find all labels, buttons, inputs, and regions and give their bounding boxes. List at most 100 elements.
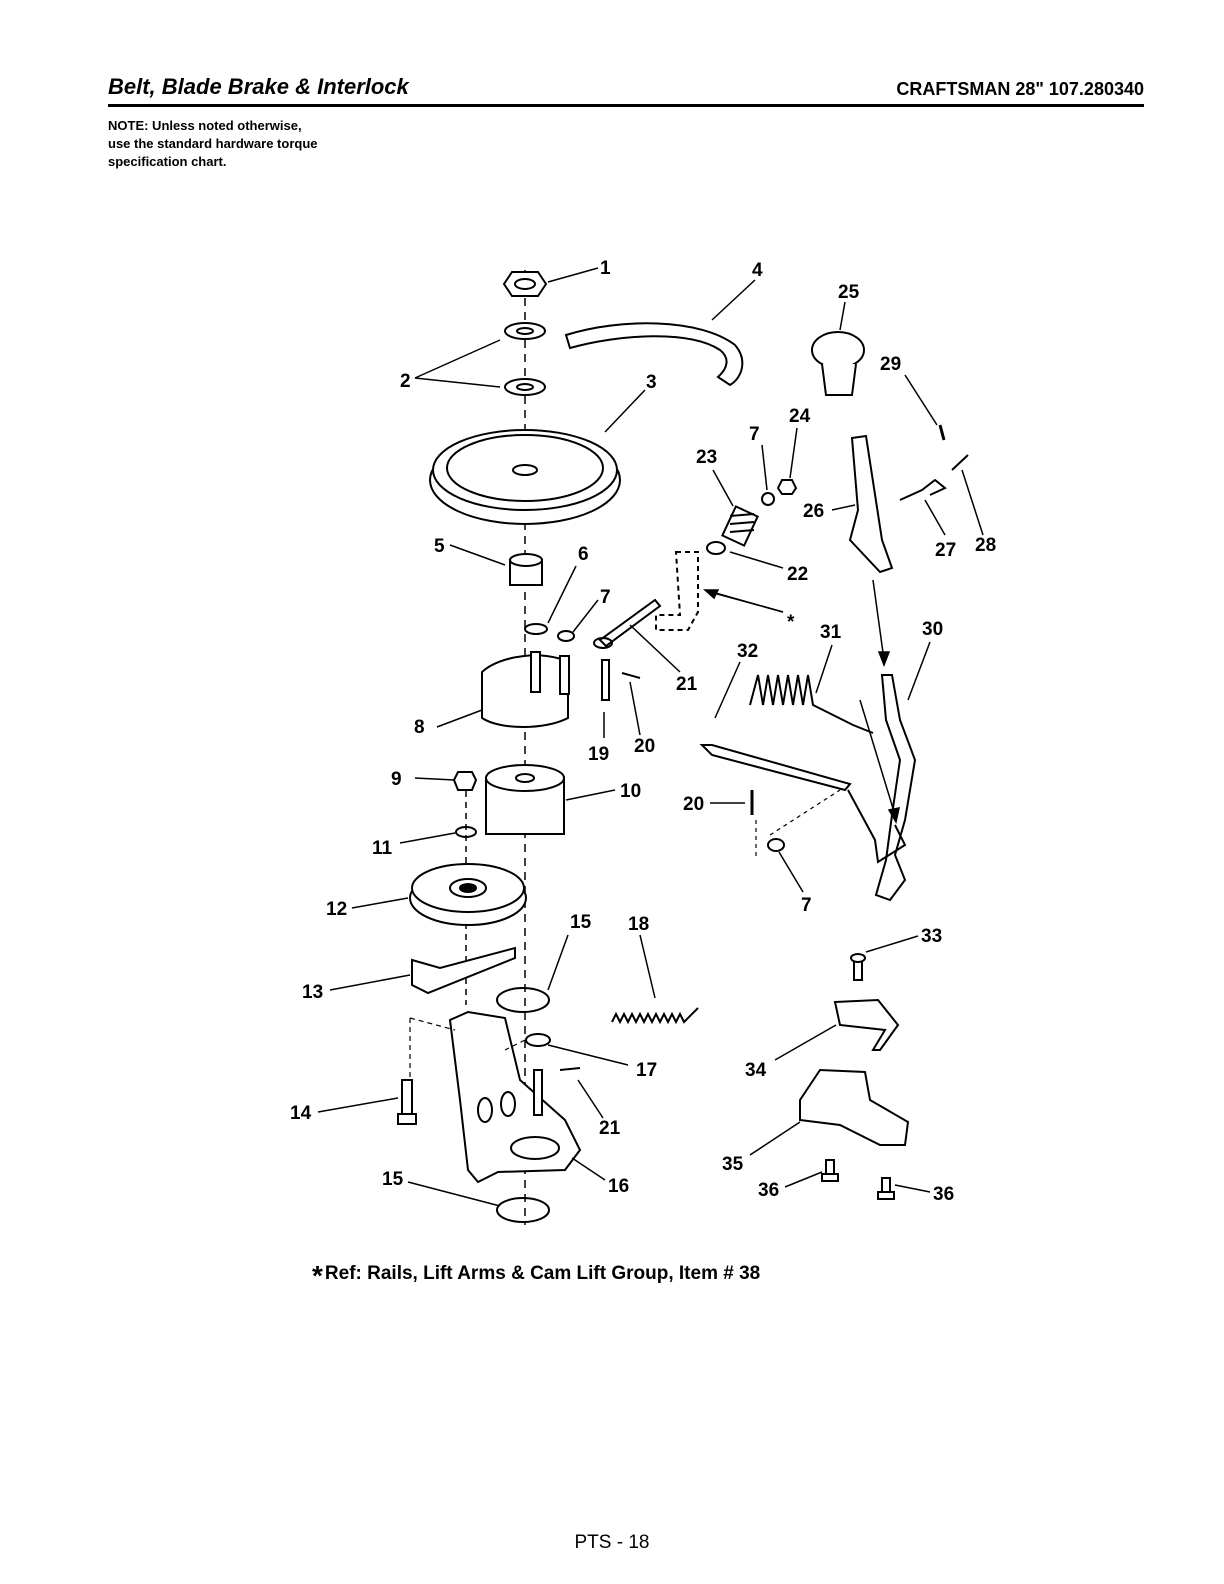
part-bolt-36b — [877, 1177, 895, 1200]
part-washers-2 — [504, 322, 546, 396]
callout-29: 29 — [880, 354, 901, 375]
part-hub-10 — [485, 764, 565, 835]
part-bearing-5 — [509, 553, 543, 586]
reference-note: *Ref: Rails, Lift Arms & Cam Lift Group,… — [312, 1254, 761, 1291]
callout-31: 31 — [820, 622, 842, 643]
part-switch-bracket-35 — [799, 1068, 910, 1146]
callout-30: 30 — [922, 619, 943, 640]
callout-11: 11 — [372, 838, 393, 859]
part-washer-6 — [524, 623, 548, 635]
callout-7c: 7 — [801, 895, 812, 916]
part-lever-30 — [874, 674, 917, 902]
part-bolt-14 — [397, 1079, 417, 1125]
callout-21a: 21 — [676, 674, 698, 695]
note-line-1: NOTE: Unless noted otherwise, — [108, 118, 302, 133]
part-washer-11 — [455, 826, 477, 838]
part-nut-24 — [776, 479, 798, 495]
callout-star: * — [787, 612, 795, 633]
callout-34: 34 — [745, 1060, 767, 1081]
part-screw-29 — [938, 424, 946, 441]
callout-15a: 15 — [570, 912, 592, 933]
part-cotter-21b — [559, 1067, 581, 1071]
callout-32: 32 — [737, 641, 758, 662]
callout-labels: 1 2 3 4 5 6 7 7 7 8 9 10 11 12 13 14 15 … — [290, 258, 996, 1205]
torque-note: NOTE: Unless noted otherwise, use the st… — [108, 117, 318, 171]
callout-18: 18 — [628, 914, 649, 935]
callout-25: 25 — [838, 282, 860, 303]
reference-text: Ref: Rails, Lift Arms & Cam Lift Group, … — [324, 1263, 761, 1284]
callout-26: 26 — [803, 501, 824, 522]
callout-1: 1 — [600, 258, 611, 279]
callout-16: 16 — [608, 1176, 629, 1197]
part-bracket-13 — [411, 946, 516, 995]
callout-19: 19 — [588, 744, 609, 765]
part-bracket-ref — [655, 551, 699, 631]
part-spring-23 — [721, 505, 759, 547]
page-title: Belt, Blade Brake & Interlock — [108, 74, 409, 99]
callout-14: 14 — [290, 1103, 312, 1124]
part-ring-15b — [496, 1197, 550, 1223]
part-ring-15a — [496, 987, 550, 1013]
callout-17: 17 — [636, 1060, 657, 1081]
callout-3: 3 — [646, 372, 657, 393]
part-idler-pulley-12 — [409, 863, 527, 926]
part-nut-1 — [502, 271, 548, 297]
part-pin-28 — [951, 454, 969, 471]
callout-8: 8 — [414, 717, 425, 738]
part-washer-7b — [761, 492, 775, 506]
callout-28: 28 — [975, 535, 996, 556]
callout-24: 24 — [789, 406, 811, 427]
part-spring-18 — [611, 1007, 699, 1025]
part-cotter-20a — [621, 672, 641, 679]
note-line-2: use the standard hardware torque — [108, 136, 318, 151]
model-number: CRAFTSMAN 28" 107.280340 — [896, 79, 1144, 99]
part-spring-31 — [749, 674, 874, 734]
callout-21b: 21 — [599, 1118, 621, 1139]
callout-13: 13 — [302, 982, 323, 1003]
callout-10: 10 — [620, 781, 641, 802]
header-rule — [108, 104, 1144, 107]
part-bolt-36a — [821, 1159, 839, 1182]
leader-lines — [317, 267, 984, 1207]
part-brake-band-8 — [481, 654, 569, 728]
callout-20b: 20 — [683, 794, 704, 815]
callout-12: 12 — [326, 899, 347, 920]
part-washer-17 — [525, 1033, 551, 1047]
callout-2: 2 — [400, 371, 411, 392]
callout-7a: 7 — [600, 587, 611, 608]
callout-36b: 36 — [933, 1184, 954, 1205]
part-pin-19 — [601, 659, 610, 701]
part-rod-21a — [598, 598, 662, 648]
part-washer-7c — [767, 838, 785, 852]
part-screw-33 — [850, 953, 866, 981]
part-clip-27 — [899, 478, 947, 501]
callout-33: 33 — [921, 926, 942, 947]
note-line-3: specification chart. — [108, 154, 227, 169]
callout-15b: 15 — [382, 1169, 404, 1190]
callout-5: 5 — [434, 536, 445, 557]
part-plate-16 — [448, 1010, 582, 1184]
callout-22: 22 — [787, 564, 808, 585]
part-pulley-3 — [429, 429, 621, 525]
callout-9: 9 — [391, 769, 402, 790]
callout-7b: 7 — [749, 424, 760, 445]
callout-20a: 20 — [634, 736, 655, 757]
callout-35: 35 — [722, 1154, 744, 1175]
arrows — [703, 579, 900, 825]
callout-27: 27 — [935, 540, 956, 561]
callout-6: 6 — [578, 544, 589, 565]
callout-36a: 36 — [758, 1180, 779, 1201]
part-nut-9 — [452, 771, 478, 791]
callout-4: 4 — [752, 260, 763, 281]
part-link-rod-32 — [699, 744, 852, 792]
reference-star: * — [312, 1260, 323, 1291]
page-number: PTS - 18 — [574, 1532, 650, 1553]
part-belt-guide-4 — [564, 322, 744, 387]
part-nut-22 — [706, 541, 726, 555]
part-washer-7a — [557, 630, 575, 642]
part-knob-25 — [811, 331, 865, 396]
part-switch-34 — [833, 998, 900, 1051]
part-lever-26 — [848, 434, 894, 574]
callout-23: 23 — [696, 447, 717, 468]
